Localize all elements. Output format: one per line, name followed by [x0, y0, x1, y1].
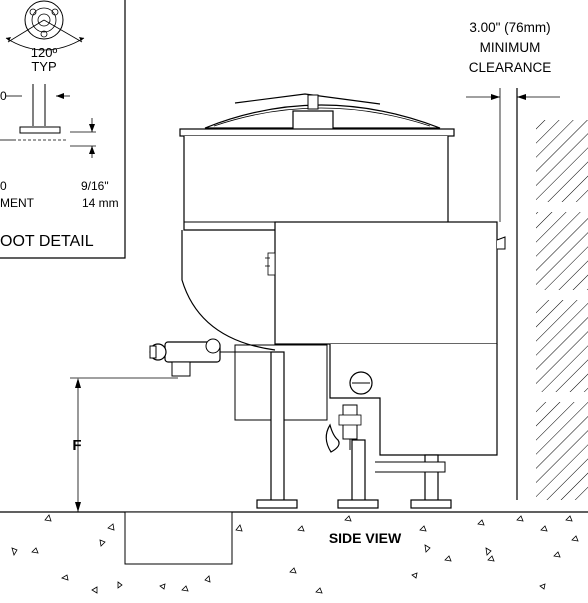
clearance-line-2: MINIMUM [480, 40, 541, 55]
foot-detail-title: OOT DETAIL [0, 233, 94, 250]
kettle-rim [179, 128, 455, 137]
inset-frame [0, 0, 126, 259]
angle-label: 120º [31, 45, 58, 60]
wall [536, 120, 588, 500]
draw-off-valve [149, 338, 278, 377]
clearance-line-1: 3.00" (76mm) [469, 20, 550, 35]
partial-dim-label: 0 [0, 89, 7, 103]
kettle-legs [256, 351, 452, 509]
kettle [149, 93, 506, 509]
angle-sub-label: TYP [31, 59, 56, 74]
dimension-f [70, 377, 178, 512]
gap-inch-label: 9/16" [81, 179, 109, 193]
foot-detail-inset: 120º TYP 0 9/16" 14 mm 0 MENT OOT DETAIL [0, 0, 126, 259]
foot-plan-view [5, 0, 85, 51]
clearance-line-3: CLEARANCE [469, 60, 552, 75]
clearance-dimension [466, 88, 560, 500]
adjust-partial-bottom: MENT [0, 196, 35, 210]
adjust-partial-top: 0 [0, 179, 7, 193]
dimension-f-label: F [72, 437, 81, 454]
floor [0, 511, 588, 594]
view-title: SIDE VIEW [329, 530, 402, 546]
foot-elevation [0, 84, 96, 158]
control-cabinet [274, 221, 498, 345]
gas-flame-icon [325, 423, 340, 453]
gap-mm-label: 14 mm [82, 196, 119, 210]
